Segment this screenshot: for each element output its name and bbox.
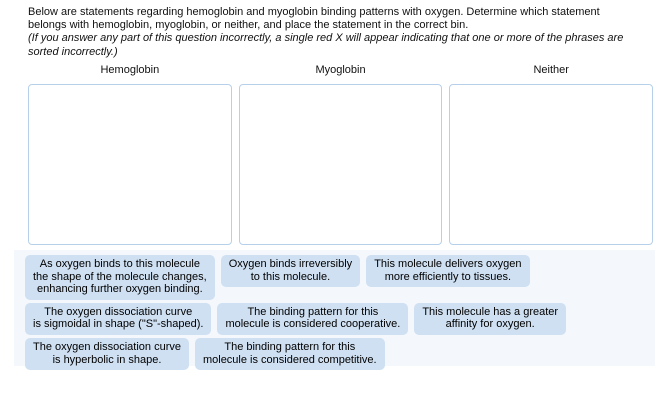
drop-bin-neither[interactable] <box>449 84 654 245</box>
drop-bin-row <box>28 84 654 245</box>
bin-header-neither: Neither <box>533 64 569 76</box>
instructions-note: (If you answer any part of this question… <box>28 32 624 58</box>
question-instructions: Below are statements regarding hemoglobi… <box>28 6 636 59</box>
phrase-tile[interactable]: As oxygen binds to this molecule the sha… <box>25 255 215 300</box>
phrase-tile[interactable]: Oxygen binds irreversibly to this molecu… <box>220 255 361 288</box>
phrase-tile[interactable]: The binding pattern for this molecule is… <box>194 337 385 371</box>
phrase-tile[interactable]: The binding pattern for this molecule is… <box>217 302 409 335</box>
phrase-tray-row: The oxygen dissociation curve is hyperbo… <box>14 337 655 371</box>
bin-header-myoglobin: Myoglobin <box>315 64 366 76</box>
phrase-tile[interactable]: The oxygen dissociation curve is sigmoid… <box>25 302 212 335</box>
phrase-tile[interactable]: This molecule has a greater affinity for… <box>414 302 567 335</box>
phrase-tile[interactable]: The oxygen dissociation curve is hyperbo… <box>25 337 189 371</box>
phrase-tray: As oxygen binds to this molecule the sha… <box>14 250 655 371</box>
drop-bin-hemoglobin[interactable] <box>28 84 232 245</box>
drop-bin-myoglobin[interactable] <box>238 84 443 245</box>
phrase-tray-row: As oxygen binds to this molecule the sha… <box>14 255 655 300</box>
bin-header-row: Hemoglobin Myoglobin Neither <box>28 63 653 77</box>
phrase-tile[interactable]: This molecule delivers oxygen more effic… <box>366 255 530 288</box>
phrase-tray-row: The oxygen dissociation curve is sigmoid… <box>14 302 655 335</box>
instructions-paragraph: Below are statements regarding hemoglobi… <box>28 6 600 32</box>
bin-header-hemoglobin: Hemoglobin <box>100 64 160 76</box>
